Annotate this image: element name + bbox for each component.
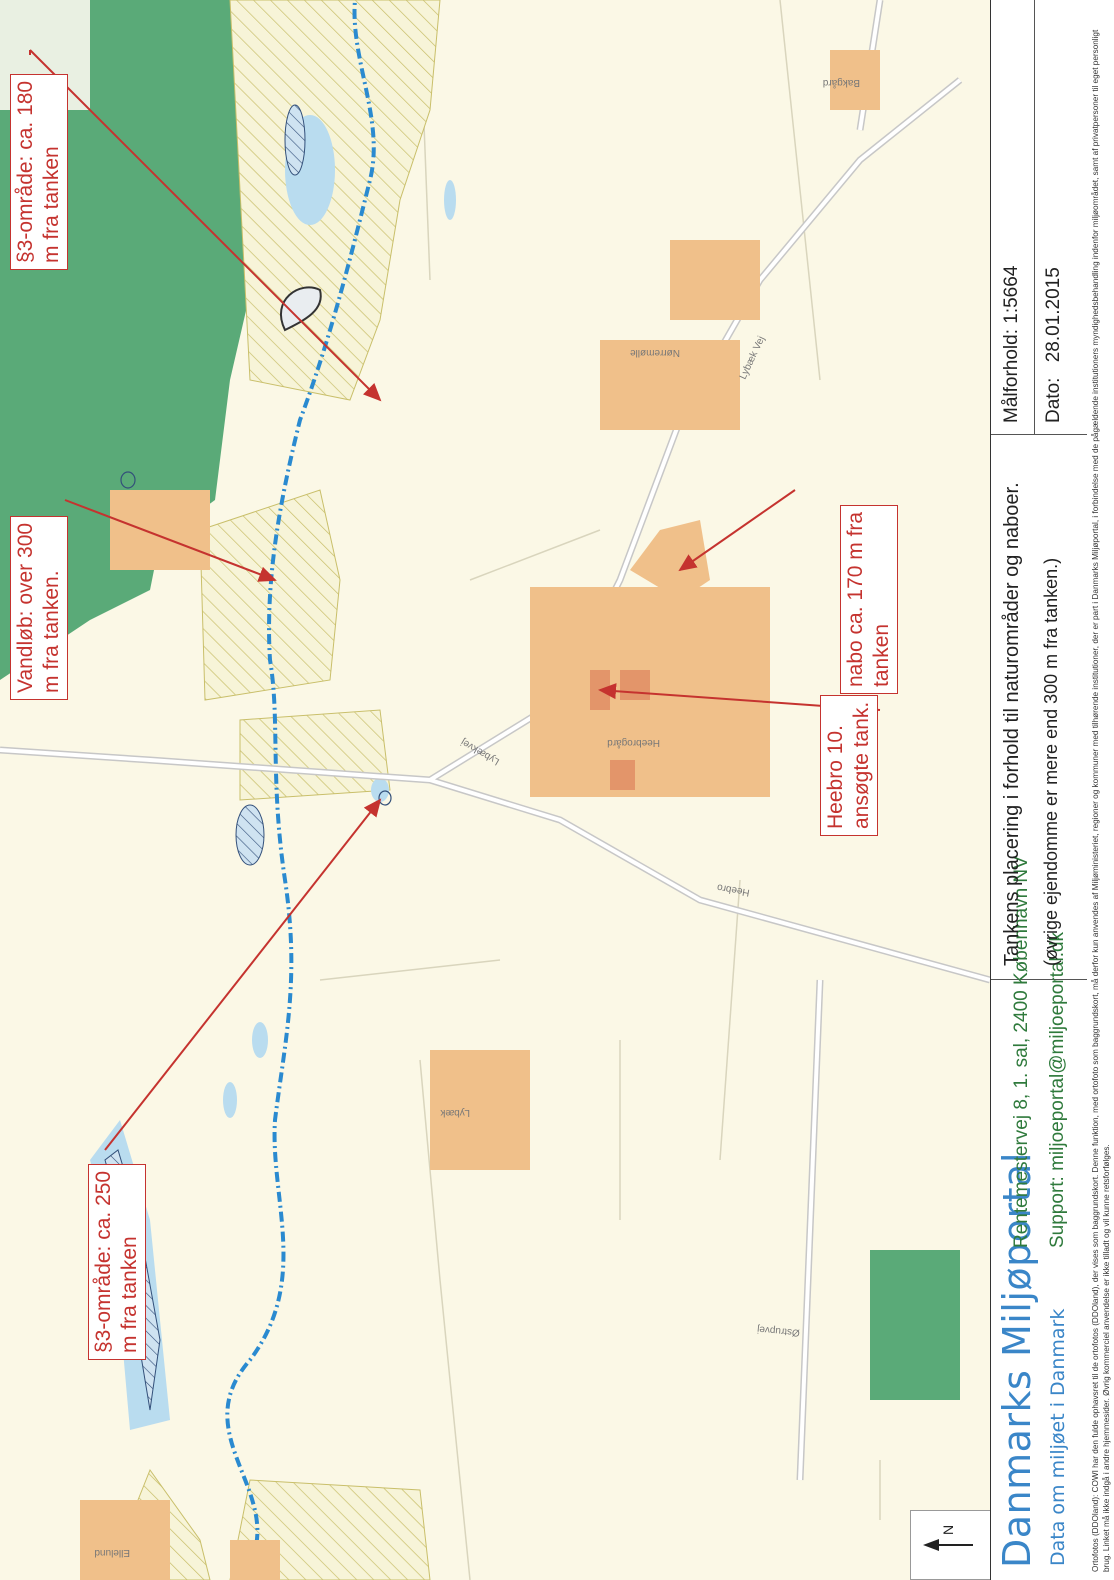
- annotation-leaders: [29, 49, 881, 1151]
- farm-label-lybaek: Lybæk: [439, 1107, 470, 1118]
- disclaimer-text: Ortofotos (DDOland): COWI har den fulde …: [1091, 29, 1111, 1572]
- map-subtitle: (øvrige ejendomme er mere end 300 m fra …: [1041, 557, 1061, 966]
- meta-divider: [1034, 0, 1035, 435]
- map-footer: Danmarks Miljøportal Data om miljøet i D…: [990, 0, 1114, 1580]
- map-canvas[interactable]: Heebro Lybækvej Lybæk Vej Østrupvej Heeb…: [0, 0, 990, 1580]
- footer-title-cell: Tankens placering i forhold til naturomr…: [991, 434, 1087, 980]
- farmland-area: [0, 0, 990, 1580]
- annotation-heebro-tank: Heebro 10. ansøgte tank.: [820, 694, 878, 836]
- stream-line: [225, 0, 376, 1580]
- date-line: Dato: 28.01.2015: [1043, 267, 1065, 423]
- annotation-nabo: nabo ca. 170 m fra tanken: [840, 504, 898, 694]
- building-plots: [80, 50, 880, 1580]
- north-arrow: N: [910, 1510, 992, 1580]
- farm-label-norremolle: Nørremølle: [630, 347, 680, 358]
- map-title: Tankens placering i forhold til naturomr…: [1001, 482, 1023, 966]
- farm-label-heebrogaard: Heebrogård: [607, 737, 660, 749]
- farm-label-ellelund: Ellelund: [94, 1547, 130, 1558]
- annotation-vandlob: Vandløb: over 300 m fra tanken.: [10, 515, 68, 700]
- farm-label-bakgaard: Bakgård: [823, 77, 860, 89]
- road-label-ostrupvej: Østrupvej: [757, 1323, 801, 1338]
- north-label: N: [940, 1525, 956, 1535]
- brand-tagline: Data om miljøet i Danmark: [1047, 1308, 1069, 1566]
- date-label: Dato:: [1043, 377, 1064, 423]
- date-value: 28.01.2015: [1043, 267, 1064, 363]
- footer-brand-cell: Danmarks Miljøportal Data om miljøet i D…: [991, 856, 1087, 1580]
- forest-patch: [870, 1250, 960, 1400]
- scale-text: Målforhold: 1:5664: [1001, 265, 1022, 423]
- footer-meta-cell: Målforhold: 1:5664 Dato: 28.01.2015: [991, 0, 1087, 435]
- annotation-s3-top: §3-område: ca. 180 m fra tanken: [10, 73, 68, 270]
- annotation-s3-left: §3-område: ca. 250 m fra tanken: [88, 1163, 146, 1360]
